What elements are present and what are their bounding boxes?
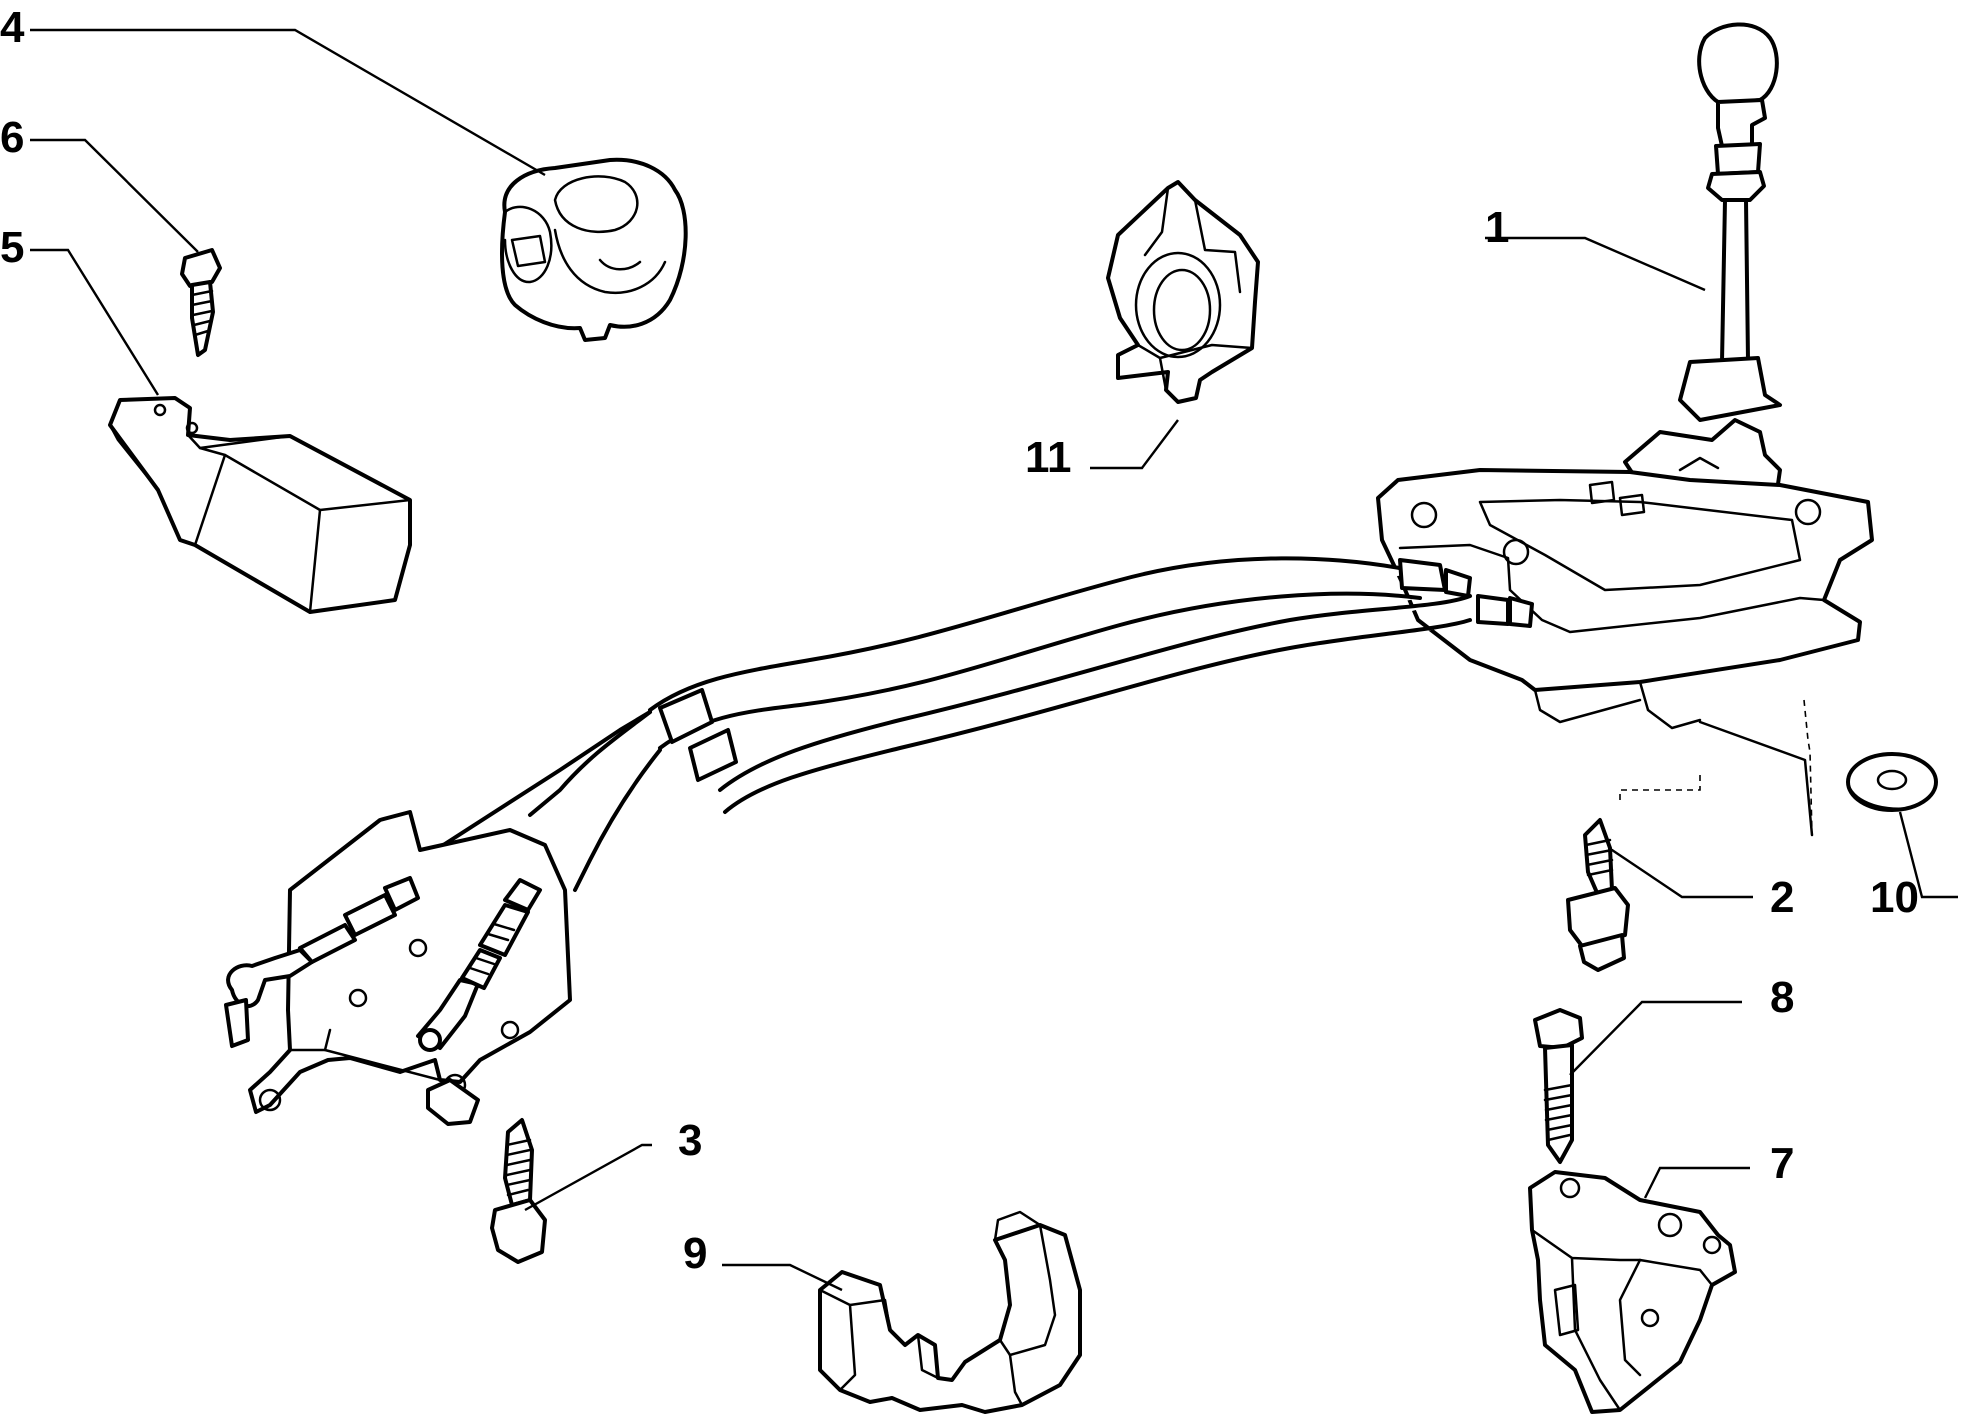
part-7-mounting-bracket [1528,1170,1737,1414]
leader-lines [30,28,1958,1292]
gear-shift-cables [418,556,1534,892]
lower-cable-bracket [224,810,572,1126]
part-3-bolt [490,1118,547,1264]
callout-4: 4 [0,3,25,52]
part-8-stud-bolt [1533,1008,1584,1164]
callout-5: 5 [0,223,24,272]
callout-3: 3 [678,1116,702,1165]
part-11-clip [1106,180,1260,404]
callout-6: 6 [0,113,24,162]
callout-1: 1 [1485,203,1509,252]
callout-11: 11 [1025,433,1072,482]
part-4-gear-knob-boot [500,157,688,342]
part-2-bolt [1566,818,1630,972]
callout-8: 8 [1770,973,1794,1022]
assembly-guide-lines [1619,699,1814,837]
part-6-screw [180,248,222,357]
callout-2: 2 [1770,873,1794,922]
callout-labels: 4 6 5 1 11 2 10 8 7 3 9 [0,3,1919,1278]
part-9-clip [818,1210,1082,1414]
callout-9: 9 [683,1229,707,1278]
part-1-gear-lever-housing [1376,22,1874,730]
part-5-bracket [108,396,412,614]
callout-10: 10 [1870,873,1919,922]
part-10-washer [1846,752,1938,812]
callout-7: 7 [1770,1139,1794,1188]
